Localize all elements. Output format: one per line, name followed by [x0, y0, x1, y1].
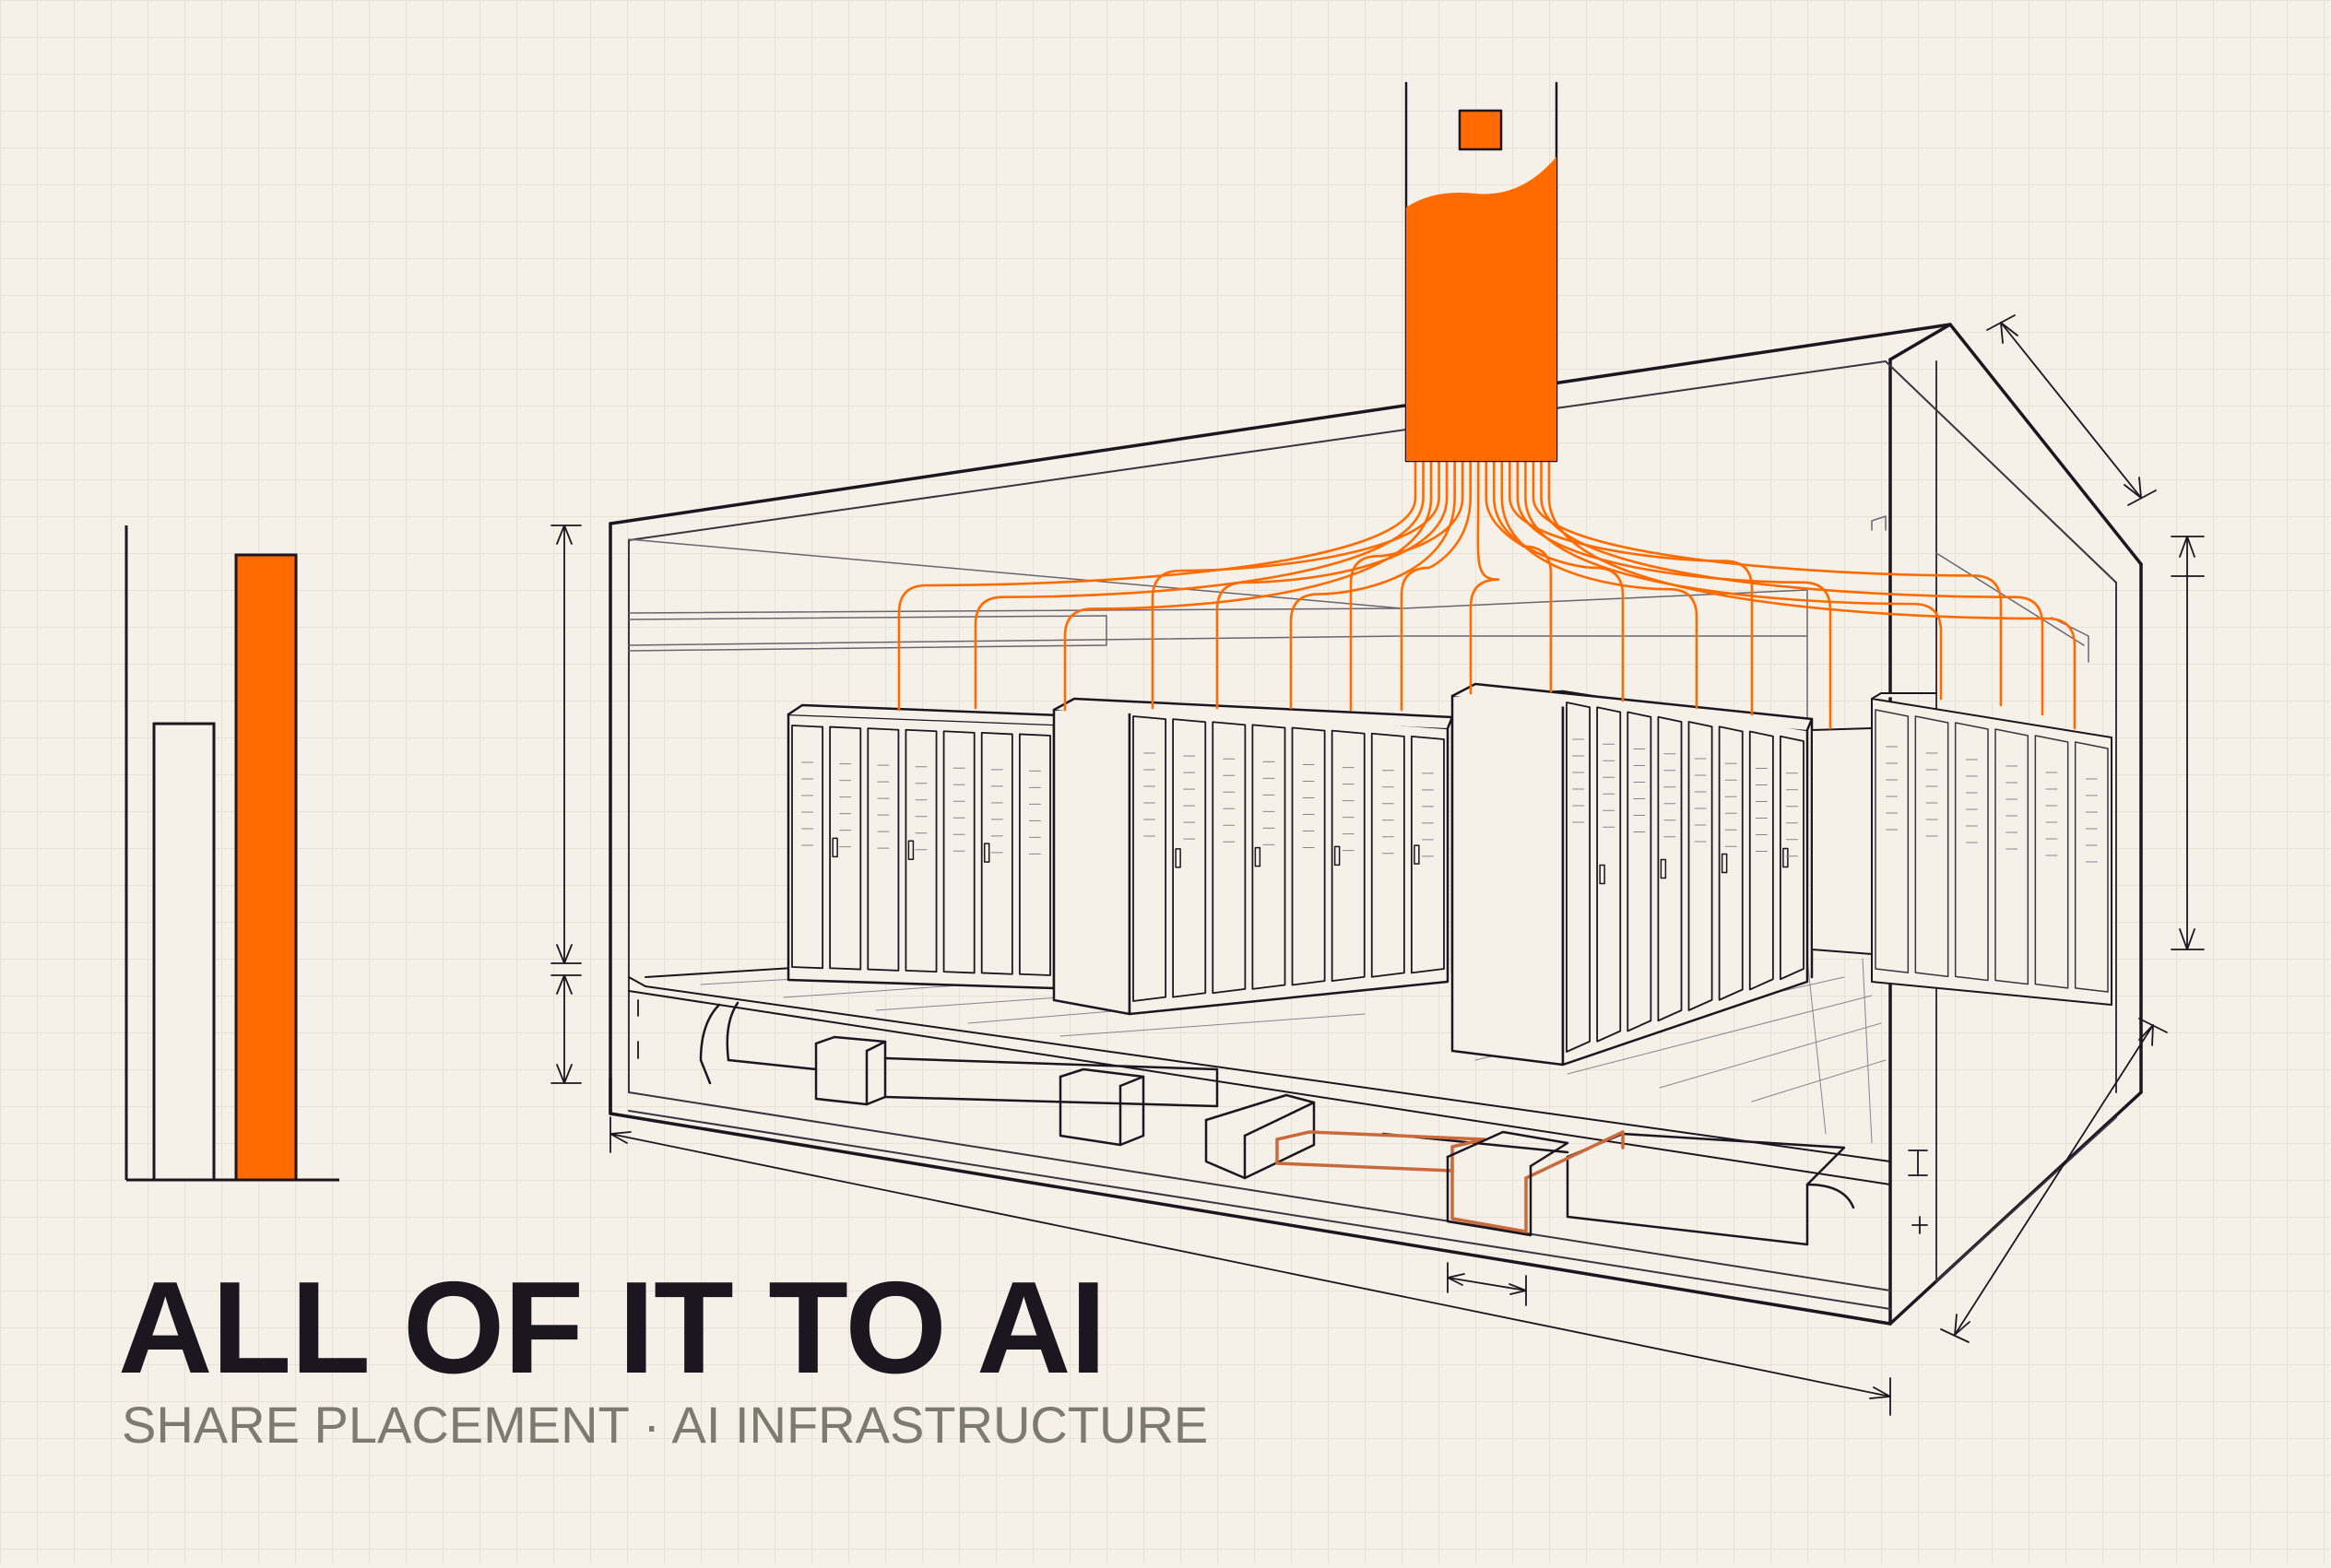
cable-18 [1547, 459, 2077, 730]
rack3-door [1627, 711, 1652, 1032]
dimension-lines [550, 314, 2205, 1416]
cable-11 [1492, 459, 1625, 702]
rack1-handle [907, 840, 915, 861]
subtitle-right: AI INFRASTRUCTURE [671, 1396, 1209, 1454]
rack3-handle [1599, 864, 1605, 885]
cable-17 [1540, 459, 2044, 716]
cable-8 [1400, 459, 1473, 712]
cable-2 [974, 459, 1425, 710]
rack2-door [1370, 732, 1405, 978]
rack2-handle [1175, 848, 1181, 868]
rack-row-3-doors [1566, 701, 1804, 1053]
rack4-door [1914, 715, 1949, 978]
rack-row-2-doors [1132, 715, 1445, 1002]
rack-row-3 [1450, 682, 1814, 1067]
cable-5 [1215, 459, 1449, 710]
rack2-handle [1333, 845, 1341, 867]
power-cables [897, 459, 2077, 730]
rack3-door [1687, 721, 1713, 1011]
rack1-handle [832, 837, 838, 858]
rack2-handle [1254, 846, 1261, 867]
rack3-door [1657, 715, 1683, 1022]
subtitle: SHARE PLACEMENT · AI INFRASTRUCTURE [122, 1399, 1208, 1451]
data-center-cutaway [550, 81, 2205, 1416]
rack1-door [980, 731, 1013, 975]
rack3-door [1779, 735, 1804, 981]
chart-bar-1 [152, 722, 216, 1182]
feed-source-square [1458, 109, 1503, 151]
cable-7 [1349, 459, 1464, 712]
rack2-door [1212, 721, 1247, 995]
rack3-handle [1660, 858, 1667, 879]
rack1-door [1018, 733, 1051, 976]
rack4-door [1954, 722, 1989, 982]
rack2-door [1251, 724, 1286, 990]
rack2-door [1172, 718, 1207, 998]
cable-13 [1509, 459, 1754, 716]
rack-row-4-doors [1875, 709, 2109, 993]
rack3-door [1718, 725, 1744, 1001]
rack1-door [829, 725, 862, 971]
rack3-handle [1782, 847, 1789, 868]
rack3-door [1596, 706, 1622, 1043]
rack4-door [1994, 728, 2029, 985]
rack1-door [942, 730, 976, 974]
ceiling-detail [628, 515, 2089, 729]
rack-row-4 [1811, 692, 2112, 1006]
rack-row-1-doors [791, 725, 1051, 976]
share-bar-chart [124, 525, 339, 1182]
inner-wall [628, 360, 2117, 1310]
subtitle-left: SHARE PLACEMENT [122, 1396, 629, 1454]
rack2-door [1410, 735, 1445, 974]
rack3-door [1566, 701, 1591, 1053]
cable-6 [1289, 459, 1456, 710]
headline: ALL OF IT TO AI [118, 1255, 1106, 1401]
highlighted-duct [1275, 1130, 1625, 1233]
cable-3 [1063, 459, 1433, 712]
cable-15 [1524, 459, 1943, 701]
rack1-door [791, 725, 824, 970]
chart-bar-2 [234, 553, 298, 1182]
rack4-door [1875, 709, 1910, 973]
rack3-door [1748, 730, 1774, 991]
rack1-door [905, 728, 938, 973]
rack2-door [1291, 726, 1326, 986]
power-feed-column [1404, 81, 1558, 463]
rack2-handle [1414, 844, 1420, 865]
highlighted-duct-outline [1446, 1130, 1569, 1237]
cable-1 [897, 459, 1417, 712]
cable-4 [1151, 459, 1440, 710]
rack1-door [867, 727, 900, 972]
subtitle-separator: · [643, 1396, 660, 1454]
rack4-door [2074, 741, 2109, 993]
cable-9 [1469, 459, 1500, 695]
rack4-door [2034, 735, 2069, 989]
rack2-door [1331, 729, 1366, 983]
rack3-handle [1721, 853, 1728, 874]
cable-12 [1500, 459, 1698, 710]
rack2-door [1132, 715, 1167, 1002]
rack1-handle [983, 843, 990, 863]
